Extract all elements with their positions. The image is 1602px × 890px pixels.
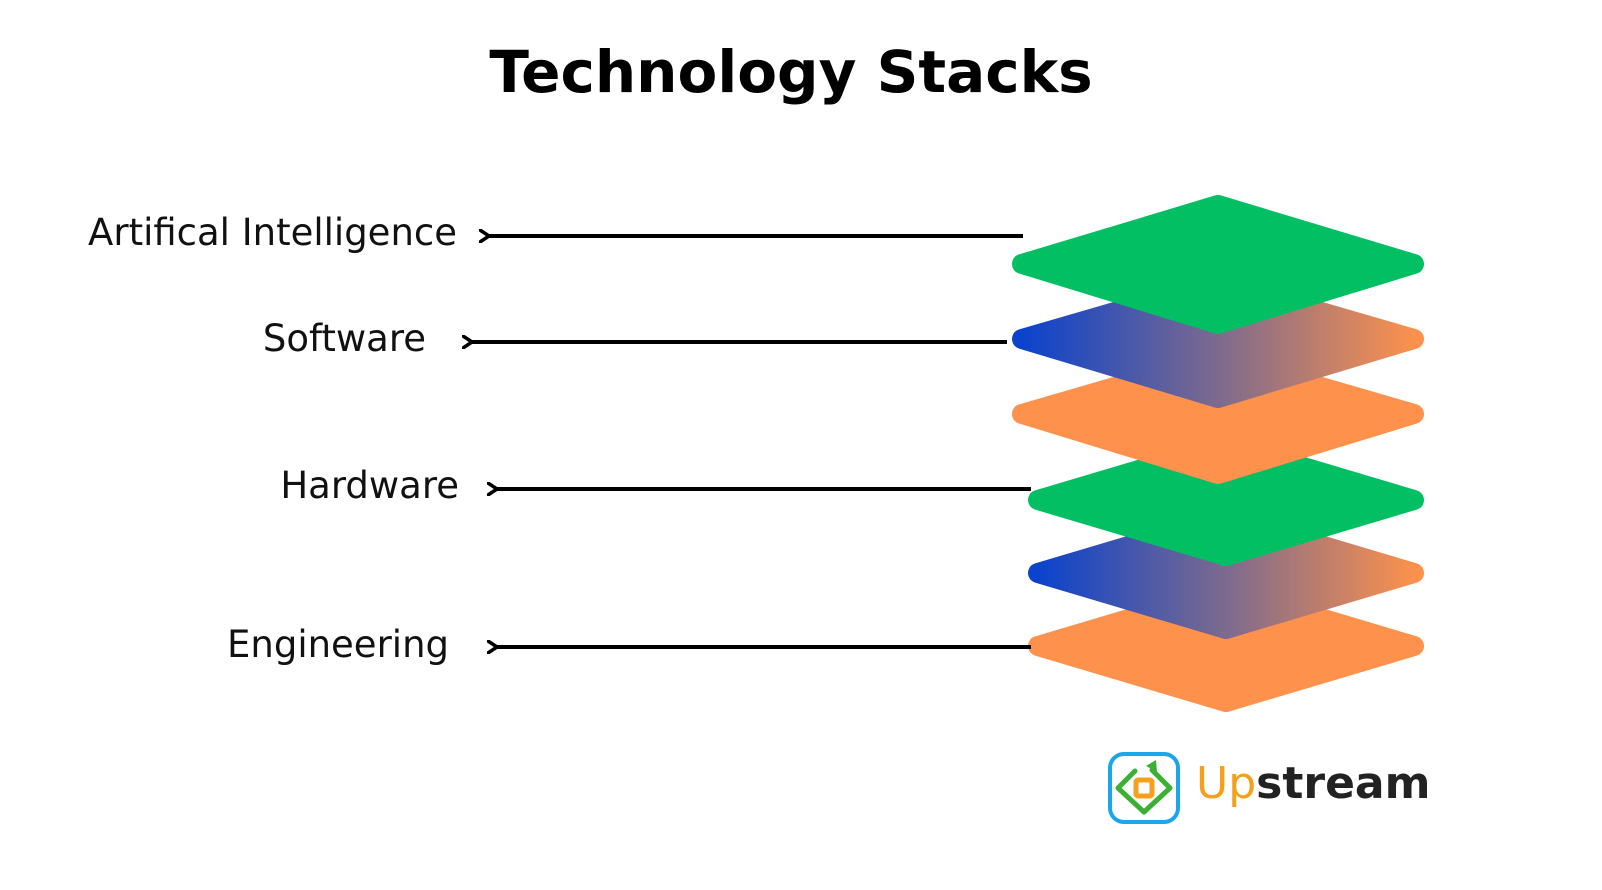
layer-engineering-orange xyxy=(1028,580,1424,712)
brand-part-stream: stream xyxy=(1256,758,1431,809)
layer-engineering-gradient xyxy=(1028,507,1424,639)
layer-hardware-green xyxy=(1028,434,1424,566)
label-engineering: Engineering xyxy=(227,623,449,666)
label-artificial-intelligence: Artifical Intelligence xyxy=(88,211,457,254)
layer-software-gradient xyxy=(1012,272,1424,408)
layer-ai-green xyxy=(1012,195,1424,334)
brand-part-up: Up xyxy=(1196,758,1257,809)
page-title: Technology Stacks xyxy=(489,38,1093,106)
upstream-logo-icon xyxy=(1108,752,1180,824)
upstream-brand: Upstream xyxy=(1196,758,1430,809)
label-hardware: Hardware xyxy=(280,464,459,507)
layer-orange xyxy=(1012,347,1424,484)
label-software: Software xyxy=(262,317,426,360)
